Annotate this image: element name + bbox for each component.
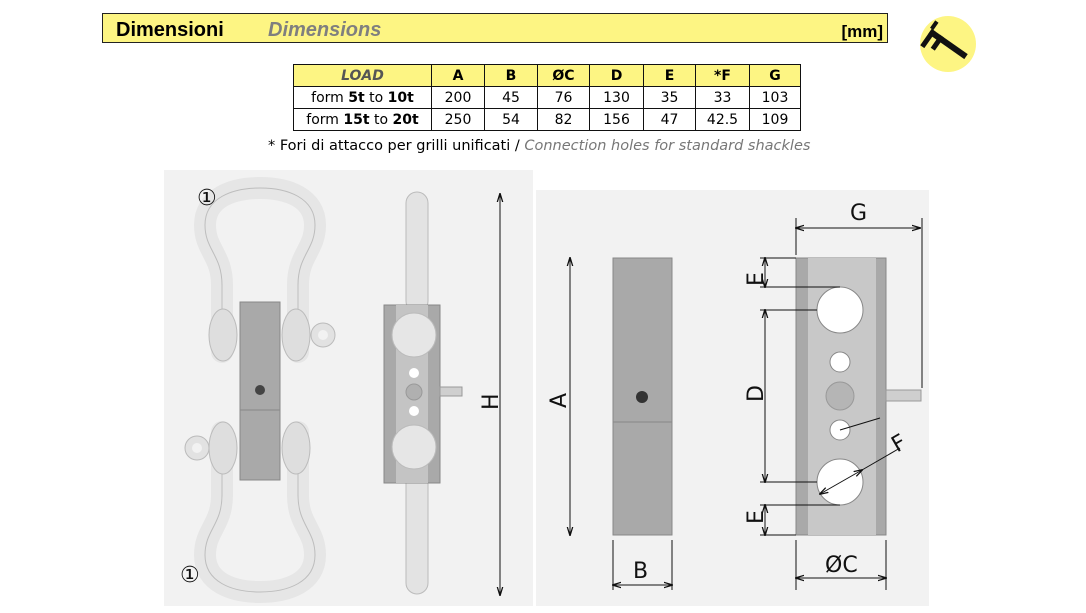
dim-h-label: H (479, 393, 504, 410)
dim-e-bottom-label: E (744, 510, 769, 524)
caliper-icon (920, 16, 976, 72)
dim-a-label: A (547, 393, 572, 408)
dim-c-label: ØC (825, 553, 858, 578)
cell-g: 109 (749, 108, 801, 131)
table-row: form 15t to 20t 250 54 82 156 47 42.5 10… (293, 108, 801, 131)
cell-front-view: A B (547, 258, 672, 590)
footnote-english: Connection holes for standard shackles (524, 138, 811, 154)
dim-d-label: D (744, 385, 769, 402)
col-d: D (589, 64, 644, 87)
table-header-row: LOAD A B ØC D E *F G (293, 64, 801, 87)
callout-bottom: ① (180, 563, 200, 588)
front-view (184, 176, 336, 604)
cell-b: 54 (484, 108, 538, 131)
load-cell: form 15t to 20t (293, 108, 432, 131)
col-c: ØC (537, 64, 590, 87)
side-view: H (383, 191, 504, 595)
title-english: Dimensions (268, 19, 382, 41)
footnote-italian: * Fori di attacco per grilli unificati / (268, 138, 525, 154)
cell-e: 47 (643, 108, 696, 131)
cell-a: 200 (431, 86, 485, 109)
cell-a: 250 (431, 108, 485, 131)
dim-g-label: G (850, 201, 867, 226)
shackle-photo-panel (164, 170, 533, 606)
callout-top: ① (197, 186, 217, 211)
col-f: *F (695, 64, 750, 87)
cell-b: 45 (484, 86, 538, 109)
cell-f: 42.5 (695, 108, 750, 131)
dim-e-top-label: E (744, 272, 769, 286)
dimensions-header: Dimensioni Dimensions [mm] (102, 13, 888, 43)
dimensions-table: LOAD A B ØC D E *F G form 5t to 10t 200 … (293, 64, 801, 131)
col-a: A (431, 64, 485, 87)
title-italian: Dimensioni (116, 19, 224, 41)
cell-c: 82 (537, 108, 590, 131)
unit-label: [mm] (841, 22, 883, 41)
cell-d: 156 (589, 108, 644, 131)
col-g: G (749, 64, 801, 87)
dim-b-label: B (633, 559, 648, 584)
cell-c: 76 (537, 86, 590, 109)
cell-side-view: G E D E F ØC (744, 201, 923, 590)
footnote: * Fori di attacco per grilli unificati /… (268, 138, 810, 154)
